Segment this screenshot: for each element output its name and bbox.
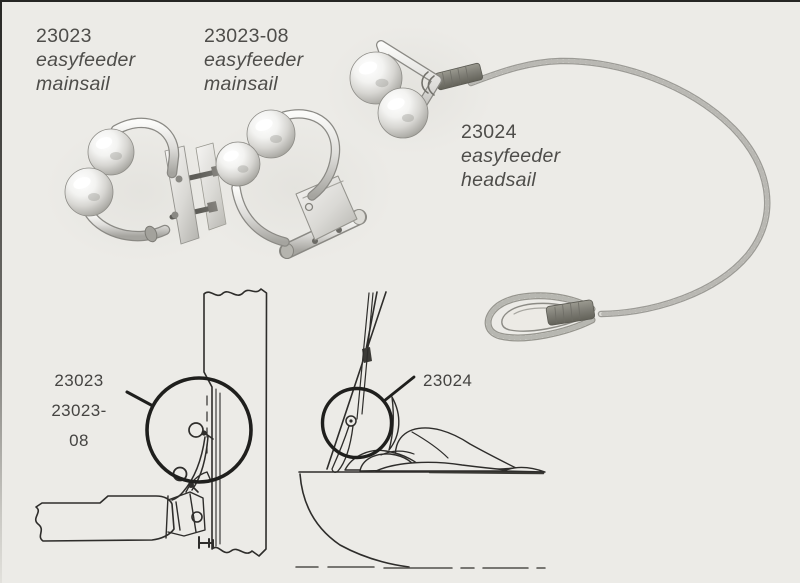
product-name-line: mainsail: [204, 73, 278, 95]
drawing-bow-installation: [295, 291, 546, 569]
swage-ferrule: [545, 299, 596, 326]
callout-circle-mainsail: [145, 376, 253, 484]
callout-leader-headsail: [382, 375, 416, 403]
feeder-loop-tube: [231, 109, 341, 247]
scan-edge-left: [0, 0, 2, 583]
mast-outline: [203, 288, 268, 557]
product-label-23023: 23023 easyfeeder mainsail: [36, 24, 135, 96]
callout-code: 23023-08: [51, 401, 107, 450]
sail-luff-crescent: [388, 396, 400, 451]
callout-leader-mainsail: [125, 390, 155, 408]
wire-seizing-coil: [421, 71, 435, 96]
halyard-lines: [356, 292, 374, 420]
waterline-dashes: [295, 566, 546, 569]
scan-edge-top: [0, 0, 800, 2]
sail-fold-lines: [380, 431, 449, 459]
product-name-line: mainsail: [36, 73, 110, 95]
feeder-roller-ball: [377, 87, 429, 139]
feeder-roller-ball: [215, 141, 261, 187]
callout-code: 23024: [423, 371, 473, 390]
wire-strop-cable: [467, 57, 771, 318]
product-code: 23024: [461, 121, 517, 143]
gooseneck-fitting: [165, 471, 212, 539]
feeder-dot: [349, 419, 353, 423]
sail-luff-curves: [171, 436, 209, 501]
deck-line-bold: [428, 470, 545, 475]
product-name-line: easyfeeder: [204, 49, 304, 71]
callout-code: 23023: [54, 371, 104, 390]
product-name-line: headsail: [461, 169, 537, 191]
product-label-23024: 23024 easyfeeder headsail: [461, 120, 560, 192]
drawing-mast-installation: [34, 288, 268, 557]
boom-outline: [34, 495, 175, 542]
callout-label-mainsail: 23023 23023-08: [42, 366, 116, 456]
product-code: 23023: [36, 25, 92, 47]
mast-bolt: [198, 536, 214, 549]
flaked-sail: [344, 427, 546, 473]
product-name-line: easyfeeder: [36, 49, 136, 71]
tube-collar: [144, 225, 158, 243]
feeder-roller-ball: [87, 128, 135, 176]
pin-line: [191, 485, 199, 493]
mast-groove-lines: [215, 388, 221, 547]
feeder-roller-ball: [349, 51, 403, 105]
feeder-detail: [188, 422, 204, 438]
callout-circle-headsail: [320, 386, 394, 460]
forestay-lines: [326, 291, 387, 470]
gooseneck-pivot: [191, 511, 203, 523]
feeder-roller-ball: [246, 109, 296, 159]
photo-easyfeeder-mainsail-23023-08: [195, 109, 395, 263]
screw-head: [171, 211, 179, 219]
feeder-roller-ball: [64, 167, 114, 217]
product-code: 23023-08: [204, 25, 289, 47]
screw-head: [175, 175, 183, 183]
feeder-pin: [205, 433, 214, 440]
product-label-23023-08: 23023-08 easyfeeder mainsail: [204, 24, 303, 96]
hull-curve: [299, 473, 410, 568]
bracket-hole: [304, 202, 314, 212]
product-name-line: easyfeeder: [461, 145, 561, 167]
photo-easyfeeder-headsail-23024: [325, 25, 771, 342]
callout-label-headsail: 23024: [423, 366, 472, 396]
